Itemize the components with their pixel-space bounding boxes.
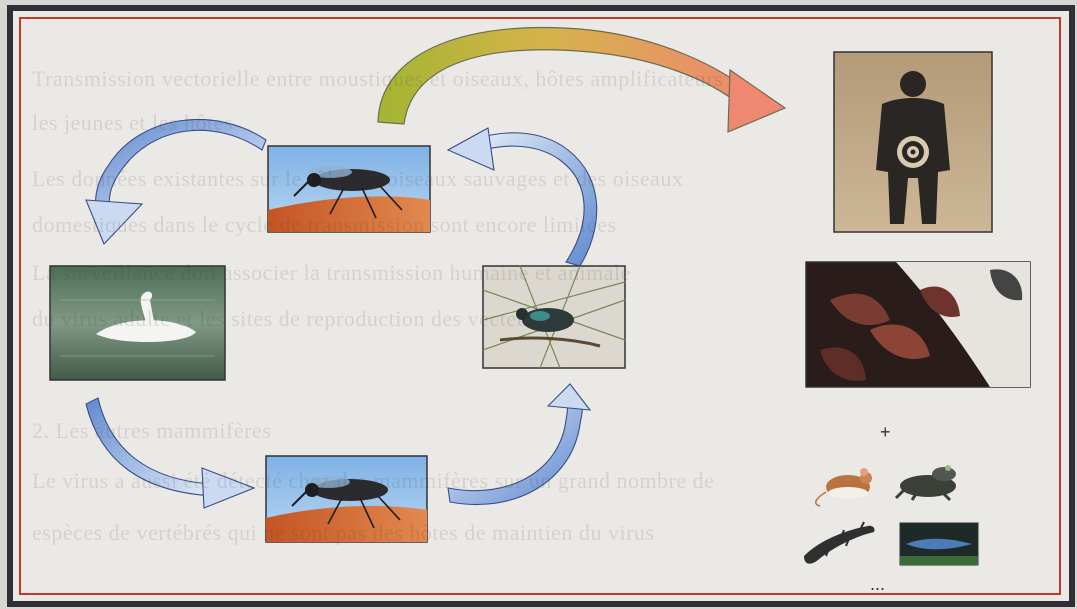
crocodile-photo — [899, 522, 979, 566]
bleed-line-5: La surveillance doit associer la transmi… — [32, 260, 631, 285]
ellipsis: ... — [870, 574, 885, 594]
lizard-icon — [804, 521, 875, 564]
plus-sign: + — [880, 422, 891, 442]
bleed-line-2: les jeunes et les hôtes — [32, 110, 233, 135]
frog-icon — [894, 465, 956, 502]
bleed-line-9: espèces de vertébrés qui ne sont pas des… — [32, 520, 655, 545]
mouse-icon — [815, 468, 872, 507]
bird-in-net-photo — [482, 265, 626, 369]
swan-photo — [49, 265, 226, 381]
bleed-line-7: 2. Les autres mammifères — [32, 418, 272, 443]
bleed-line-8: Le virus a aussi été détecté chez des ma… — [32, 468, 715, 493]
arrow-mosquito-to-bird — [447, 383, 592, 506]
mosquito-photo-top — [267, 145, 431, 233]
bleed-line-1: Transmission vectorielle entre moustique… — [32, 66, 724, 91]
arrow-swan-to-mosquito — [85, 397, 256, 509]
poultry-photo — [805, 261, 1031, 388]
arrow-bird-to-mosquito — [446, 127, 598, 267]
human-silhouette-target-photo — [833, 51, 993, 233]
mosquito-photo-bottom — [265, 455, 428, 543]
bleed-line-3: Les données existantes sur le rôle des o… — [32, 166, 684, 191]
bleed-line-4: domestiques dans le cycle de transmissio… — [32, 212, 617, 237]
curved-arrow-to-human — [377, 26, 787, 133]
inner-frame — [19, 17, 1061, 595]
bleed-line-6: du virus adulte et les sites de reproduc… — [32, 306, 545, 331]
arrow-mosquito-to-swan — [85, 118, 267, 245]
